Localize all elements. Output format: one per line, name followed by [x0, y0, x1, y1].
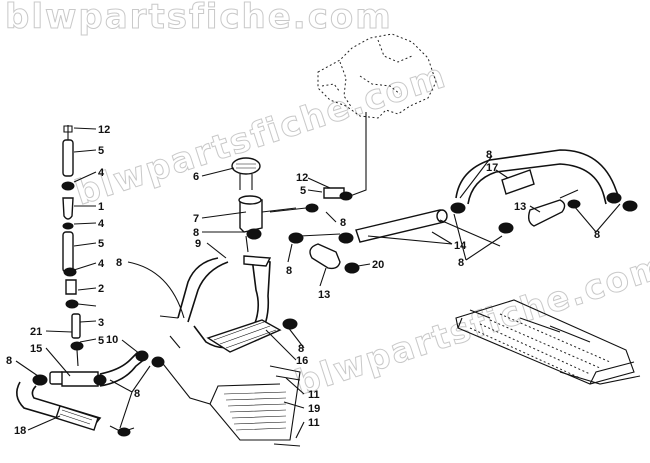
callout-8: 8 [6, 355, 12, 367]
callout-21: 21 [30, 326, 42, 338]
hose-18-sleeve [55, 405, 99, 431]
filler-housing [239, 199, 263, 233]
callout-8: 8 [134, 388, 140, 400]
hose-13-center [309, 243, 341, 270]
callout-8: 8 [286, 265, 292, 277]
callout-12: 12 [98, 124, 110, 136]
callout-5: 5 [300, 185, 306, 197]
clamp-upper [61, 181, 75, 191]
fitting-1 [62, 197, 74, 220]
short-hose [71, 313, 81, 339]
watermark-bottom: blwpartsfiche.com [290, 246, 650, 404]
callout-11: 11 [308, 389, 320, 401]
hose-upper [62, 139, 74, 177]
callout-16: 16 [296, 355, 308, 367]
callout-8: 8 [486, 149, 492, 161]
engine-outline [317, 33, 437, 119]
callout-19: 19 [308, 403, 320, 415]
callout-8: 8 [193, 227, 199, 239]
cooler-extrusion [455, 299, 641, 385]
callout-7: 7 [193, 213, 199, 225]
hose-14 [355, 209, 445, 243]
callout-12: 12 [296, 172, 308, 184]
left-vertical-assembly [61, 125, 84, 367]
callout-5: 5 [98, 145, 104, 157]
callout-13: 13 [514, 201, 526, 213]
callout-11: 11 [308, 417, 320, 429]
callout-5: 5 [98, 238, 104, 250]
hose-16 [206, 319, 282, 353]
hose-15 [61, 371, 99, 387]
leader-lines [15, 127, 621, 439]
hose-17-sleeve [501, 169, 535, 195]
callout-9: 9 [195, 238, 201, 250]
callout-15: 15 [30, 343, 42, 355]
main-hose [288, 202, 514, 274]
heat-exchanger [159, 359, 301, 447]
callout-4: 4 [98, 258, 105, 270]
callout-13: 13 [318, 289, 330, 301]
callout-5: 5 [98, 335, 104, 347]
radiator-cap [231, 157, 261, 175]
clamp-2 [62, 222, 74, 230]
callout-3: 3 [98, 317, 104, 329]
watermark-top: blwpartsfiche.com [5, 0, 393, 37]
callout-8: 8 [298, 343, 304, 355]
clamp-4 [65, 299, 79, 309]
callout-2: 2 [98, 283, 104, 295]
callout-labels: 12 5 4 1 4 5 4 2 3 5 21 15 8 10 8 18 8 9… [6, 124, 600, 437]
callout-18: 18 [14, 425, 26, 437]
callout-8: 8 [458, 257, 464, 269]
right-hose [455, 149, 638, 227]
engine-bleed-line [269, 112, 367, 213]
center-crossover-hose [159, 255, 298, 353]
callout-4: 4 [98, 167, 105, 179]
callout-6: 6 [193, 171, 199, 183]
valve-body [65, 279, 77, 295]
clamp-5 [70, 341, 84, 351]
callout-8: 8 [116, 257, 122, 269]
lower-left-hose [16, 350, 165, 437]
hose-lower [62, 231, 74, 273]
callout-17: 17 [486, 162, 498, 174]
callout-1: 1 [98, 201, 104, 213]
clamp-3 [63, 267, 77, 277]
clamp-lower-left [32, 374, 48, 386]
callout-20: 20 [372, 259, 384, 271]
callout-14: 14 [454, 240, 467, 252]
callout-4: 4 [98, 218, 105, 230]
callout-8: 8 [340, 217, 346, 229]
callout-8: 8 [594, 229, 600, 241]
callout-10: 10 [106, 334, 118, 346]
hose-13-right [527, 199, 566, 227]
filler-neck [231, 157, 297, 253]
watermark-middle: blwpartsfiche.com [70, 56, 451, 214]
